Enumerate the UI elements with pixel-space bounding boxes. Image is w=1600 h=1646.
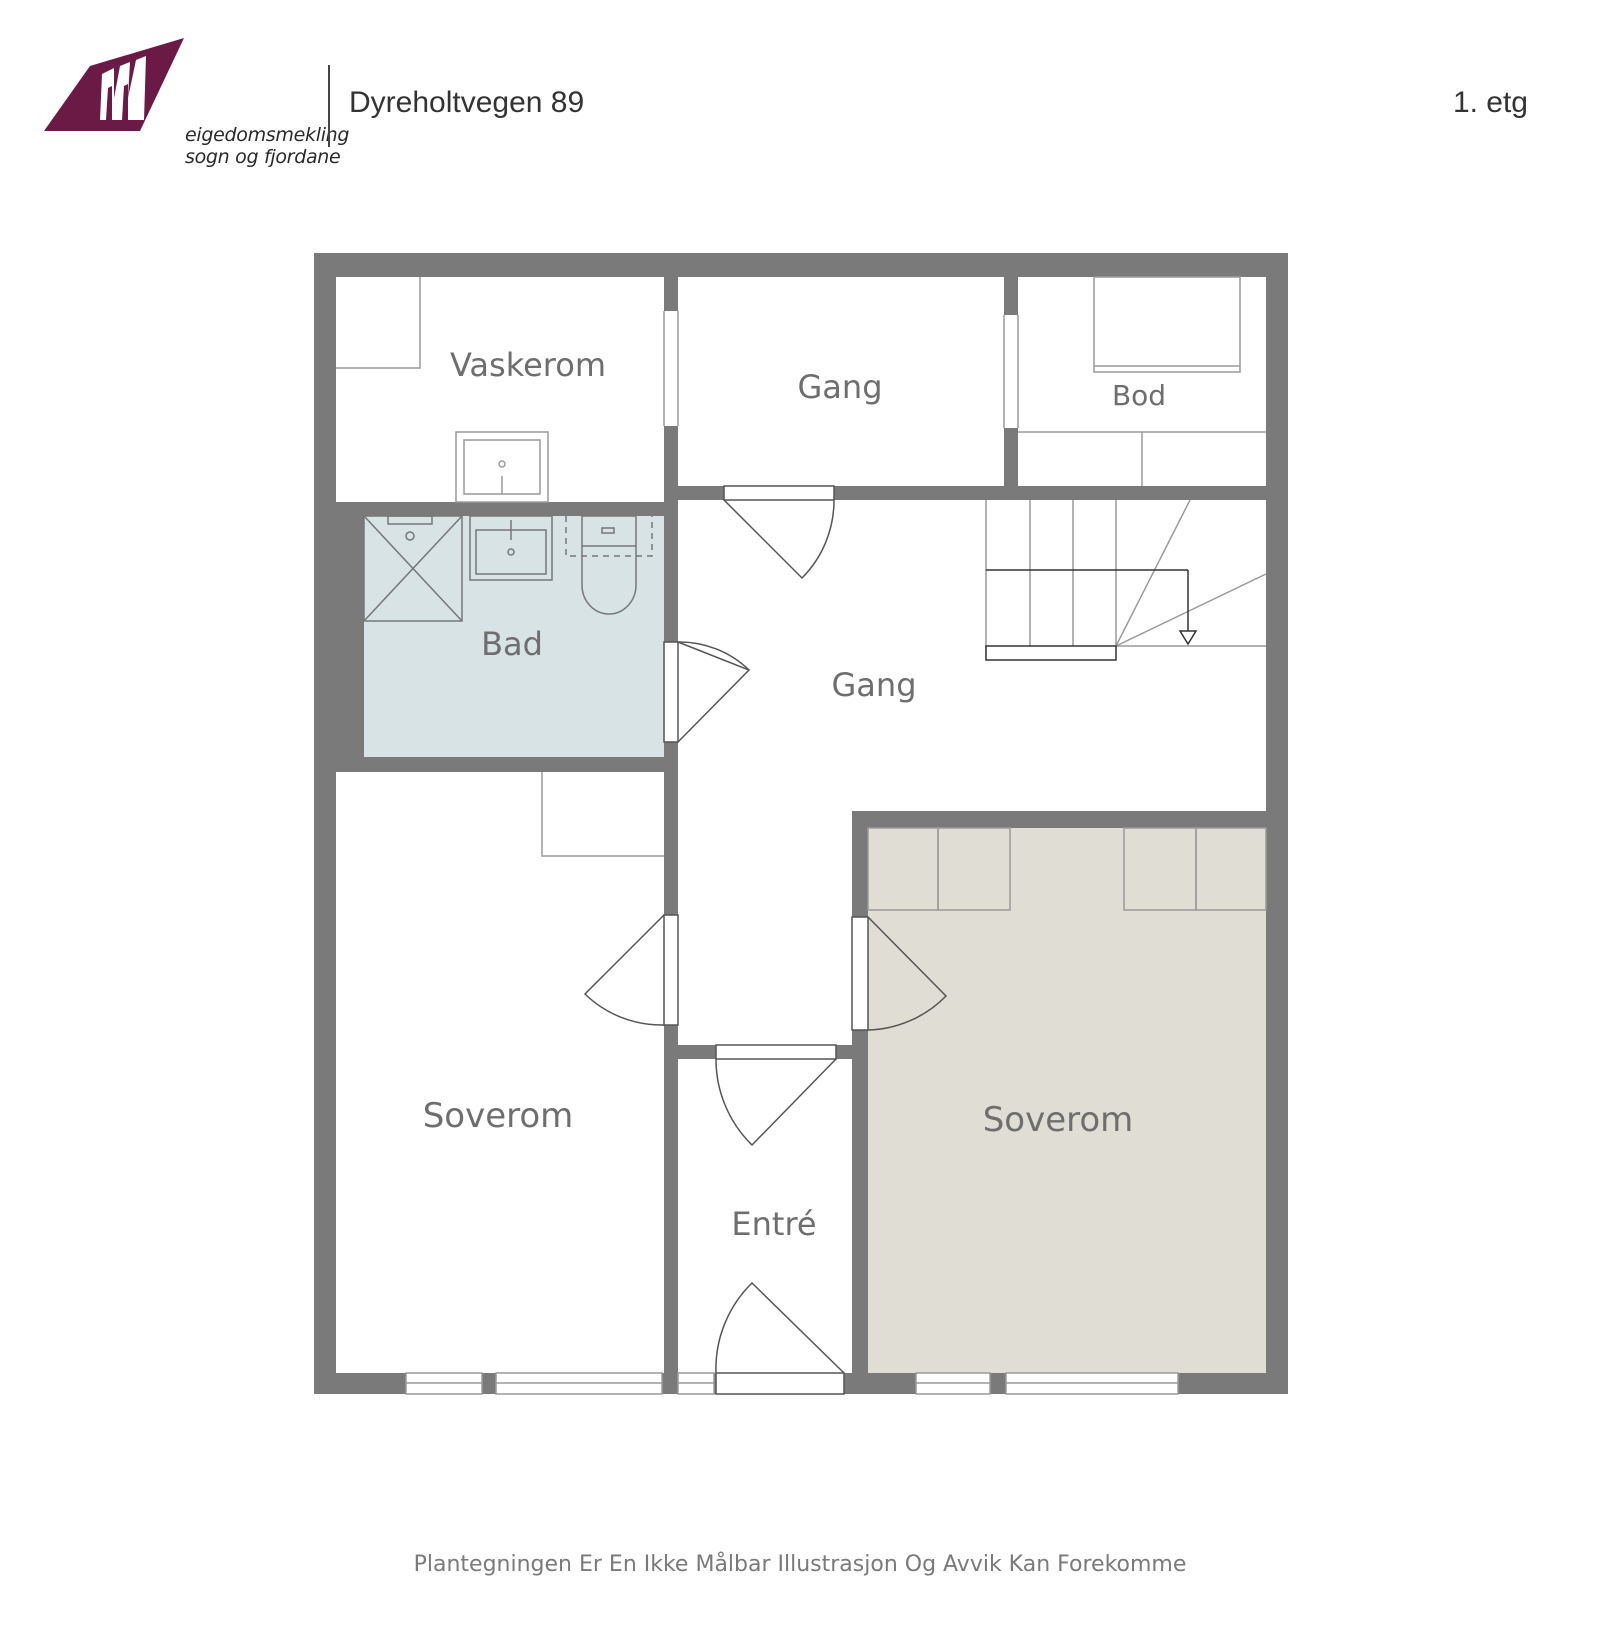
room-label-gang-main: Gang [832, 666, 917, 704]
staircase [985, 499, 1267, 661]
doors [583, 485, 948, 1395]
vaskerom-sink [455, 431, 549, 503]
toilet [581, 515, 637, 547]
room-label-entre: Entré [731, 1205, 816, 1243]
disclaimer: Plantegningen Er En Ikke Målbar Illustra… [413, 1552, 1187, 1577]
header-divider [328, 65, 330, 147]
room-label-soverom-left: Soverom [423, 1096, 574, 1136]
windows [405, 1372, 1179, 1395]
logo-mark-icon [44, 38, 184, 131]
logo-text-line2: sogn og fjordane [185, 146, 341, 168]
room-label-vaskerom: Vaskerom [450, 346, 606, 384]
floor-label: 1. etg [1452, 86, 1528, 119]
property-address: Dyreholtvegen 89 [349, 86, 585, 119]
logo-text-line1: eigedomsmekling [185, 124, 350, 146]
fixtures [336, 276, 1267, 911]
company-logo: eigedomsmekling sogn og fjordane [40, 36, 349, 176]
room-label-gang-top: Gang [798, 368, 883, 406]
soverom-right-floor [868, 828, 1267, 1373]
room-label-bod: Bod [1112, 379, 1166, 412]
room-label-bad: Bad [481, 625, 543, 663]
openings [663, 311, 1019, 428]
bad-sink [469, 515, 553, 581]
room-label-soverom-right: Soverom [983, 1100, 1134, 1140]
